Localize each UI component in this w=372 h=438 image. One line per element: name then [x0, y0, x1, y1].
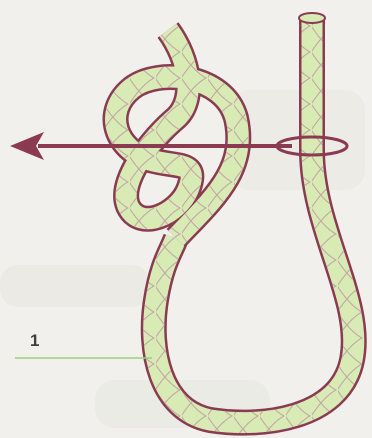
figure-eight-loop	[116, 30, 239, 238]
rope-end-icon	[299, 13, 325, 23]
step-number-label: 1	[30, 331, 39, 351]
